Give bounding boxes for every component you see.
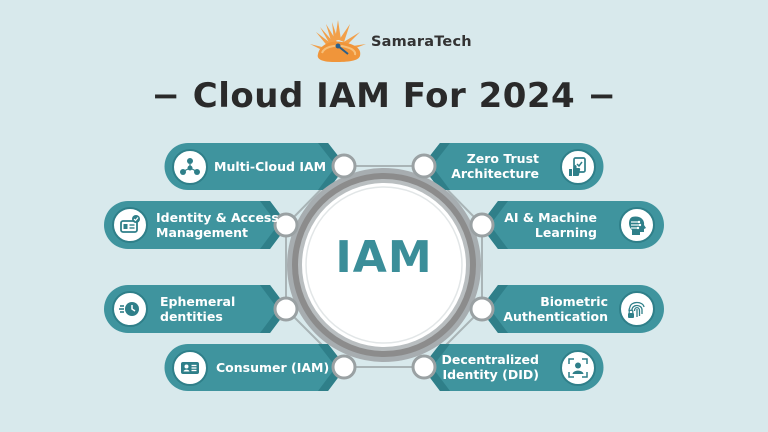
fast-clock-icon (112, 291, 148, 327)
item-label: Consumer (IAM) (216, 359, 330, 375)
page-title: − Cloud IAM For 2024 − (151, 76, 617, 116)
item-label-line1: Zero Trust (466, 151, 539, 166)
ai-head-icon (619, 207, 655, 243)
id-card-check-icon (112, 207, 148, 243)
item-label: Multi-Cloud IAM (214, 158, 327, 174)
item-label-line1: Biometric (540, 293, 608, 309)
hub-label: IAM (335, 232, 433, 283)
brand-name: SamaraTech (371, 34, 472, 50)
item-consumer-iam: Consumer (IAM) (216, 344, 329, 390)
item-multi-cloud-iam: Multi-Cloud IAM (214, 143, 326, 189)
user-scan-icon (560, 350, 596, 386)
item-label-line2: dentities (160, 308, 223, 324)
item-label-line2: Identity (DID) (442, 367, 539, 382)
central-hub (287, 168, 481, 362)
brand-logo: SamaraTech (308, 18, 472, 66)
contact-card-icon (172, 350, 208, 386)
fingerprint-lock-icon (619, 291, 655, 327)
sun-logo-icon (310, 20, 366, 62)
connector-lines (285, 165, 483, 368)
item-label-line2: Management (156, 224, 249, 240)
item-label-line1: AI & Machine (504, 209, 597, 225)
item-label-line1: Decentralized (441, 352, 540, 367)
item-label-line2: Learning (534, 224, 597, 240)
cloud-network-icon (172, 149, 208, 185)
item-label-line2: Authentication (503, 308, 608, 324)
connector-nodes (273, 153, 495, 380)
clipboard-thumbs-up-icon (560, 149, 596, 185)
item-label-line1: Ephemeral (160, 293, 236, 309)
item-label-line2: Architecture (451, 166, 539, 181)
item-label-line1: Identity & Access (156, 209, 279, 225)
